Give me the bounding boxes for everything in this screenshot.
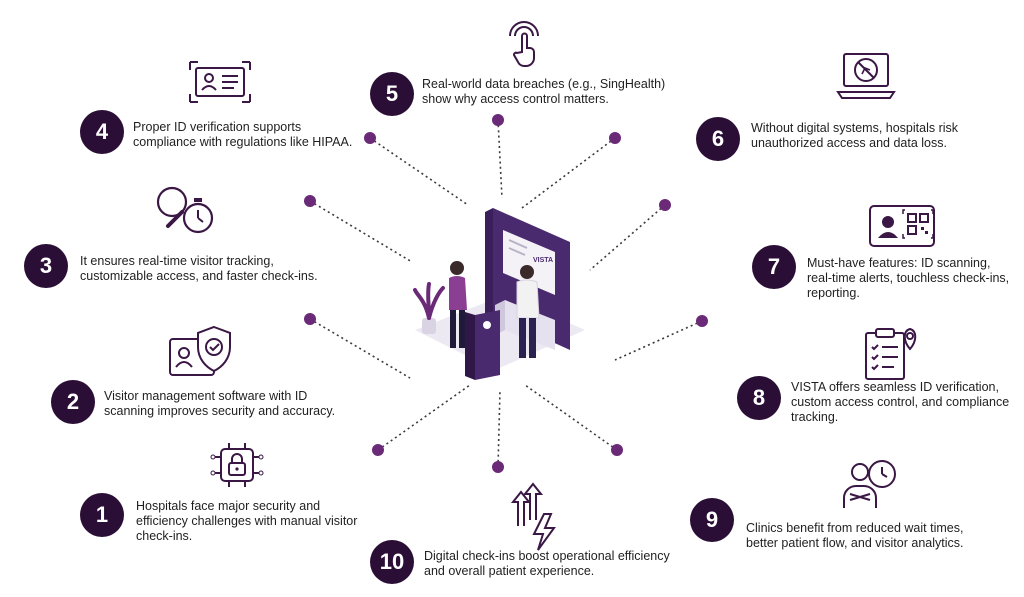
number-badge: 7 xyxy=(752,245,796,289)
point-text: Must-have features: ID scanning,real-tim… xyxy=(807,256,1009,301)
number-badge: 8 xyxy=(737,376,781,420)
point-text: Real-world data breaches (e.g., SingHeal… xyxy=(422,77,665,107)
number-badge: 4 xyxy=(80,110,124,154)
point-text-line: real-time alerts, touchless check-ins, xyxy=(807,271,1010,285)
arrows-lightning-icon xyxy=(510,482,556,551)
point-text-line: VISTA offers seamless ID verification, xyxy=(791,380,999,394)
point-text-line: show why access control matters. xyxy=(422,92,609,106)
point-text-line: Clinics benefit from reduced wait times, xyxy=(746,521,964,535)
point-text-line: compliance with regulations like HIPAA. xyxy=(133,135,353,149)
point-text-line: tracking. xyxy=(791,410,839,424)
number-badge: 5 xyxy=(370,72,414,116)
point-text: It ensures real-time visitor tracking,cu… xyxy=(80,254,318,284)
point-text-line: customizable access, and faster check-in… xyxy=(80,269,318,283)
point-text-line: better patient flow, and visitor analyti… xyxy=(746,536,964,550)
number-badge: 2 xyxy=(51,380,95,424)
point-text-line: and overall patient experience. xyxy=(424,564,595,578)
number-badge: 10 xyxy=(370,540,414,584)
point-text: VISTA offers seamless ID verification,cu… xyxy=(791,380,1009,425)
security-chip-icon xyxy=(210,443,264,487)
kiosk-screen-label: VISTA xyxy=(533,257,553,264)
point-text-line: Real-world data breaches (e.g., SingHeal… xyxy=(422,77,666,91)
point-text-line: Visitor management software with ID xyxy=(104,389,308,403)
point-text-line: scanning improves security and accuracy. xyxy=(104,404,336,418)
point-text-line: reporting. xyxy=(807,286,860,300)
point-text: Clinics benefit from reduced wait times,… xyxy=(746,521,963,551)
id-card-icon xyxy=(189,61,251,103)
point-text-line: It ensures real-time visitor tracking, xyxy=(80,254,274,268)
id-card-shield-icon xyxy=(169,325,231,376)
point-text-line: custom access control, and compliance xyxy=(791,395,1010,409)
number-badge: 9 xyxy=(690,498,734,542)
point-text-line: Digital check-ins boost operational effi… xyxy=(424,549,670,563)
point-text-line: Proper ID verification supports xyxy=(133,120,302,134)
checklist-location-icon xyxy=(865,327,917,380)
person-clock-icon xyxy=(843,460,896,508)
point-text-line: Without digital systems, hospitals risk xyxy=(751,121,959,135)
point-text-line: Must-have features: ID scanning, xyxy=(807,256,991,270)
number-badge: 1 xyxy=(80,493,124,537)
id-qr-card-icon xyxy=(869,205,935,247)
point-text: Digital check-ins boost operational effi… xyxy=(424,549,670,579)
number-badge: 6 xyxy=(696,117,740,161)
magnifier-stopwatch-icon xyxy=(156,186,214,234)
laptop-blocked-icon xyxy=(836,53,896,99)
point-text-line: check-ins. xyxy=(136,529,193,543)
point-text-line: Hospitals face major security and xyxy=(136,499,321,513)
number-badge: 3 xyxy=(24,244,68,288)
touch-hand-icon xyxy=(509,21,539,67)
point-text-line: unauthorized access and data loss. xyxy=(751,136,947,150)
point-text-line: efficiency challenges with manual visito… xyxy=(136,514,358,528)
kiosk-illustration: VISTA xyxy=(413,208,585,380)
